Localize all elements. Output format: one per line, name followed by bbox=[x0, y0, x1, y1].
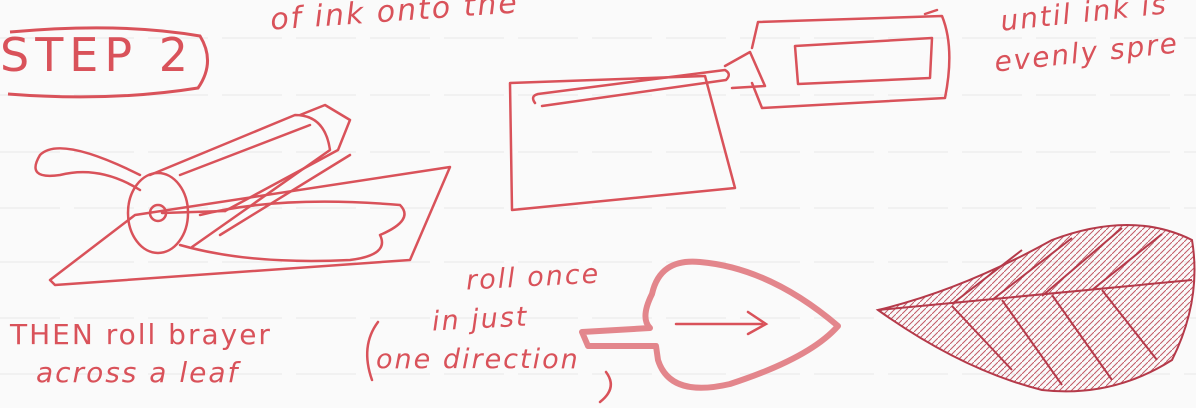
leaf-outline-arrow-illustration bbox=[570, 248, 860, 408]
ink-tube-illustration bbox=[500, 8, 960, 218]
leaf-print-illustration bbox=[872, 200, 1196, 400]
caption-line2: across a leaf bbox=[36, 356, 239, 389]
step-label: STEP 2 bbox=[0, 28, 194, 82]
brayer-on-leaf-illustration bbox=[20, 95, 470, 300]
caption-line1: THEN roll brayer bbox=[10, 318, 272, 351]
